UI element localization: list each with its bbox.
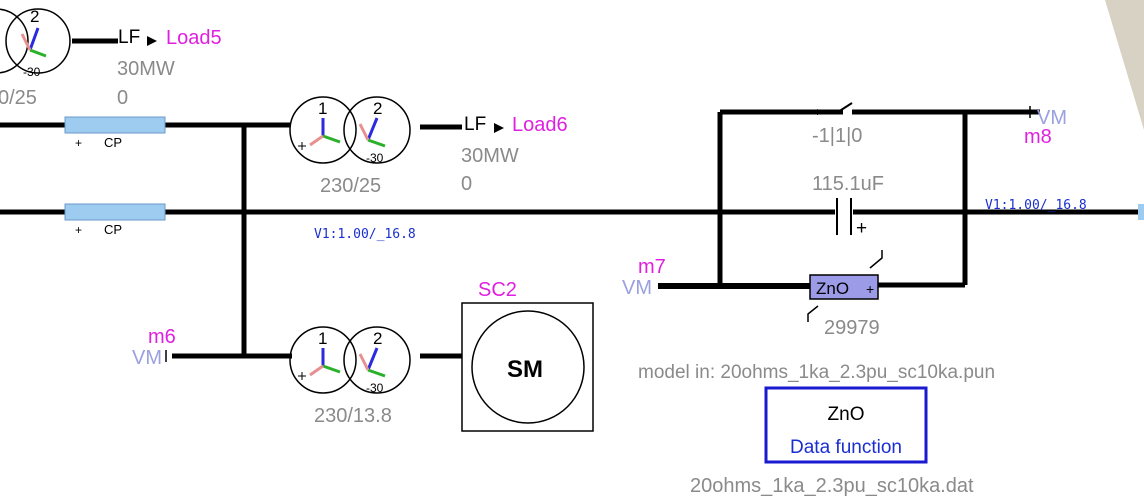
switch-state: -1|1|0 — [812, 125, 862, 147]
t-mid-ratio: 230/25 — [320, 175, 381, 197]
m6-vm[interactable]: VM — [132, 347, 162, 369]
load6-p: 30MW — [461, 145, 519, 167]
m6-name: m6 — [148, 326, 176, 348]
sm-name: SC2 — [478, 279, 517, 301]
synchronous-machine[interactable]: SM — [461, 302, 594, 432]
transformer-bot[interactable] — [289, 326, 411, 394]
t-top-phase: -30 — [23, 65, 41, 79]
capacitor-value: 115.1uF — [812, 173, 884, 195]
data-function-file: 20ohms_1ka_2.3pu_sc10ka.dat — [690, 475, 974, 497]
zno-plus: + — [866, 281, 874, 297]
cp2-label: CP — [104, 222, 122, 237]
load5-tag: LF — [118, 27, 140, 48]
t-bot-w2: 2 — [373, 329, 382, 348]
model-info: model in: 20ohms_1ka_2.3pu_sc10ka.pun — [638, 362, 995, 383]
load6-name: Load6 — [512, 114, 568, 136]
load6-tag: LF — [464, 114, 486, 135]
zno-arrester[interactable]: ZnO + — [807, 250, 883, 322]
t-bot-w1: 1 — [318, 329, 327, 348]
switch-symbol[interactable] — [837, 102, 853, 113]
transformer-mid[interactable] — [289, 96, 411, 164]
cp-line-2[interactable] — [64, 203, 166, 221]
t-bot-phase: -30 — [366, 381, 384, 395]
t-mid-w2: 2 — [373, 99, 382, 118]
background-decoration — [1105, 0, 1144, 130]
cp2-plus: + — [75, 223, 82, 237]
load6-symbol[interactable]: LF — [464, 114, 504, 135]
cp-line-right-edge — [1138, 204, 1144, 220]
zno-value: 29979 — [824, 317, 880, 339]
data-function-subtitle: Data function — [790, 437, 902, 458]
m8-name: m8 — [1024, 126, 1052, 148]
voltage-label-right: V1:1.00/_16.8 — [985, 198, 1087, 213]
t-top-w2: 2 — [30, 7, 39, 26]
t-top-ratio: 0/25 — [0, 87, 37, 109]
zno-data-function-box[interactable]: ZnO Data function — [764, 386, 928, 464]
cp1-label: CP — [104, 135, 122, 150]
capacitor-plus: + — [856, 218, 867, 239]
wires — [0, 38, 1144, 359]
t-bot-ratio: 230/13.8 — [314, 405, 392, 427]
load6-q: 0 — [461, 173, 472, 195]
transformer-top[interactable] — [0, 8, 71, 74]
load5-name: Load5 — [166, 27, 222, 49]
m7-vm[interactable]: VM — [622, 277, 652, 299]
data-function-title: ZnO — [828, 404, 865, 425]
voltage-label-left: V1:1.00/_16.8 — [314, 227, 416, 242]
capacitor-symbol[interactable] — [836, 198, 852, 235]
zno-label: ZnO — [816, 279, 849, 298]
load5-p: 30MW — [117, 58, 175, 80]
m8-vm[interactable]: VM — [1037, 107, 1067, 129]
sm-label: SM — [507, 356, 543, 383]
load5-q: 0 — [117, 87, 128, 109]
cp1-plus: + — [75, 136, 82, 150]
t-mid-w1: 1 — [318, 99, 327, 118]
switch-plus: + — [814, 105, 821, 119]
m7-name: m7 — [638, 256, 666, 278]
t-mid-phase: -30 — [366, 151, 384, 165]
load5-symbol[interactable]: LF — [118, 27, 157, 48]
cp-line-1[interactable] — [64, 116, 166, 134]
